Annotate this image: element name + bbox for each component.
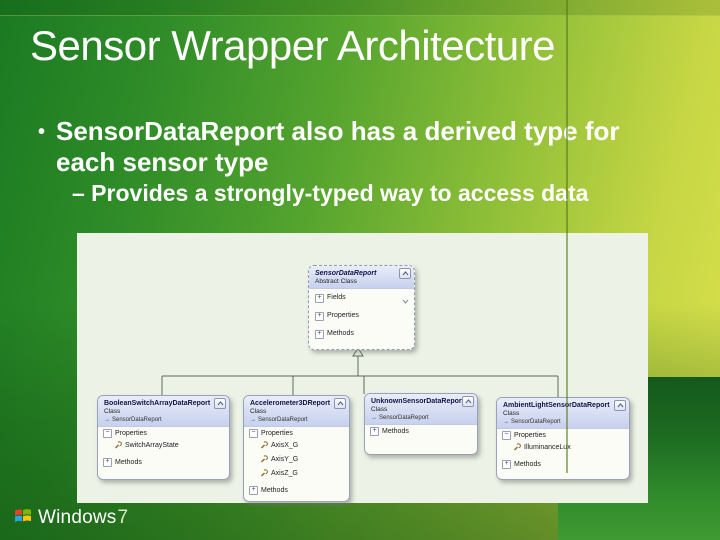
vertical-accent-line: [566, 0, 568, 473]
section-methods[interactable]: + Methods: [244, 484, 349, 496]
property-item: AxisX_G: [244, 439, 349, 453]
expander-icon[interactable]: +: [502, 460, 511, 469]
class-name: Accelerometer3DReport: [250, 400, 331, 407]
section-methods[interactable]: + Methods: [365, 425, 477, 437]
footer-version: 7: [117, 507, 129, 528]
property-item: AxisY_G: [244, 453, 349, 467]
base-class-line: →SensorDataReport: [250, 416, 345, 424]
windows-flag-icon: [14, 507, 32, 529]
section-label: Methods: [261, 486, 288, 494]
expander-icon[interactable]: +: [315, 293, 324, 303]
background-top-strip: [0, 0, 720, 16]
expander-icon[interactable]: −: [502, 431, 511, 440]
collapse-chevron-icon[interactable]: [399, 268, 411, 279]
section-label: Methods: [327, 330, 354, 337]
class-box-ambientlightsensordatareport[interactable]: AmbientLightSensorDataReport Class →Sens…: [496, 397, 630, 480]
property-item: IlluminanceLux: [497, 441, 629, 455]
expander-icon[interactable]: +: [249, 486, 258, 495]
property-name: IlluminanceLux: [524, 444, 571, 451]
class-kind: Class: [371, 406, 388, 413]
class-box-unknownsensordatareport[interactable]: UnknownSensorDataReport Class →SensorDat…: [364, 393, 478, 455]
expand-compartments-icon[interactable]: [402, 299, 409, 306]
section-label: Properties: [514, 431, 546, 439]
section-label: Fields: [327, 294, 346, 301]
class-kind: Class: [250, 408, 267, 415]
property-icon: [260, 468, 268, 480]
property-name: SwitchArrayState: [125, 442, 179, 449]
section-label: Properties: [261, 429, 293, 437]
section-fields[interactable]: + Fields: [309, 289, 414, 307]
bullet-text: SensorDataReport also has a derived type…: [56, 116, 620, 177]
class-name: AmbientLightSensorDataReport: [503, 402, 610, 409]
section-properties[interactable]: − Properties: [244, 427, 349, 439]
section-label: Properties: [327, 312, 359, 319]
section-label: Methods: [382, 427, 409, 435]
property-item: SwitchArrayState: [98, 439, 229, 453]
section-methods[interactable]: + Methods: [497, 458, 629, 470]
sub-bullet: – Provides a strongly-typed way to acces…: [72, 180, 589, 206]
section-methods[interactable]: + Methods: [309, 325, 414, 343]
section-label: Properties: [115, 429, 147, 437]
class-header: Accelerometer3DReport Class →SensorDataR…: [244, 396, 349, 427]
section-properties[interactable]: − Properties: [497, 429, 629, 441]
expander-icon[interactable]: −: [103, 429, 112, 438]
class-name: BooleanSwitchArrayDataReport: [104, 400, 211, 407]
expander-icon[interactable]: +: [370, 427, 379, 436]
section-label: Methods: [514, 460, 541, 468]
base-class-name: SensorDataReport: [511, 419, 561, 425]
collapse-chevron-icon[interactable]: [462, 396, 474, 407]
expander-icon[interactable]: +: [315, 329, 324, 339]
class-kind: Class: [104, 408, 121, 415]
class-name: SensorDataReport: [315, 270, 377, 277]
property-icon: [260, 454, 268, 466]
class-header: SensorDataReport Abstract Class: [309, 266, 414, 289]
property-icon: [260, 440, 268, 452]
property-name: AxisY_G: [271, 456, 299, 463]
bullet: • SensorDataReport also has a derived ty…: [38, 116, 648, 178]
section-methods[interactable]: + Methods: [98, 456, 229, 468]
class-box-accelerometer3dreport[interactable]: Accelerometer3DReport Class →SensorDataR…: [243, 395, 350, 502]
property-icon: [114, 440, 122, 452]
property-icon: [513, 442, 521, 454]
collapse-chevron-icon[interactable]: [214, 398, 226, 409]
expander-icon[interactable]: −: [249, 429, 258, 438]
footer-brand: Windows: [38, 507, 117, 528]
bullet-marker: •: [38, 121, 46, 143]
class-header: AmbientLightSensorDataReport Class →Sens…: [497, 398, 629, 429]
class-kind: Class: [503, 410, 520, 417]
class-box-booleanswitcharraydatareport[interactable]: BooleanSwitchArrayDataReport Class →Sens…: [97, 395, 230, 480]
diagram-panel: SensorDataReport Abstract Class + Fields…: [77, 233, 648, 503]
base-class-line: →SensorDataReport: [371, 414, 473, 422]
expander-icon[interactable]: +: [103, 458, 112, 467]
class-name: UnknownSensorDataReport: [371, 398, 464, 405]
base-class-name: SensorDataReport: [379, 415, 429, 421]
base-arrow-icon: →: [250, 417, 256, 423]
class-box-sensordatareport[interactable]: SensorDataReport Abstract Class + Fields…: [308, 265, 415, 350]
collapse-chevron-icon[interactable]: [614, 400, 626, 411]
base-class-name: SensorDataReport: [258, 417, 308, 423]
footer-logo: Windows7: [14, 507, 128, 529]
class-header: BooleanSwitchArrayDataReport Class →Sens…: [98, 396, 229, 427]
base-arrow-icon: →: [371, 415, 377, 421]
section-properties[interactable]: − Properties: [98, 427, 229, 439]
base-arrow-icon: →: [503, 419, 509, 425]
section-properties[interactable]: + Properties: [309, 307, 414, 325]
expander-icon[interactable]: +: [315, 311, 324, 321]
base-class-line: →SensorDataReport: [104, 416, 225, 424]
property-item: AxisZ_G: [244, 467, 349, 481]
inheritance-connectors: [161, 347, 559, 398]
class-kind: Abstract Class: [315, 278, 357, 285]
collapse-chevron-icon[interactable]: [334, 398, 346, 409]
slide-title: Sensor Wrapper Architecture: [30, 22, 555, 69]
base-class-name: SensorDataReport: [112, 417, 162, 423]
base-class-line: →SensorDataReport: [503, 418, 625, 426]
property-name: AxisZ_G: [271, 470, 298, 477]
class-header: UnknownSensorDataReport Class →SensorDat…: [365, 394, 477, 425]
property-name: AxisX_G: [271, 442, 299, 449]
section-label: Methods: [115, 458, 142, 466]
base-arrow-icon: →: [104, 417, 110, 423]
